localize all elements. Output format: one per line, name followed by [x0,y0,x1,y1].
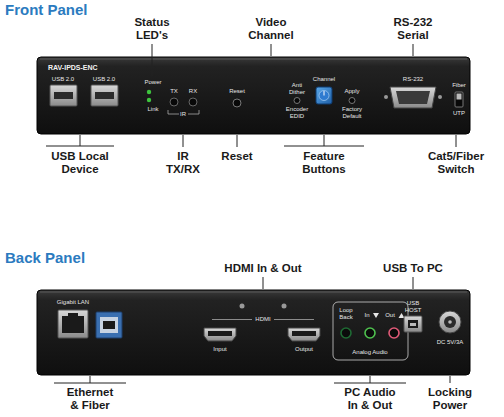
panel-marking: Link [147,106,158,113]
hdmi-port [204,304,320,342]
callout-label: Cat5/Fiber Switch [423,150,489,175]
status-led [147,90,151,102]
push-button [233,98,355,108]
panel-marking: Encoder EDID [282,106,312,119]
section-heading: Back Panel [5,250,85,267]
panel-marking: DC 5V/3A [437,339,464,346]
model-name: RAV-IPDS-ENC [48,64,98,72]
callout-label: Feature Buttons [294,150,354,175]
panel-marking: Factory Default [337,106,367,119]
panel-marking: Channel [313,76,335,83]
callout-label: USB Local Device [49,150,111,175]
leader-line [46,44,456,147]
panel-marking: Output [295,346,313,353]
panel-marking: Reset [229,88,245,95]
panel-marking: Gigabit LAN [57,299,89,306]
rj45-port [58,310,88,338]
panel-marking: HDMI [255,316,270,323]
panel-marking: Fiber [452,82,466,89]
panel-marking: Power [144,79,161,86]
dc-power-jack [439,311,461,333]
callout-label: Reset [221,150,252,163]
panel-marking: Loop Back [335,307,357,320]
channel-rotary-switch [316,87,332,104]
sfp-fiber-port [96,312,122,338]
panel-marking: Out [385,312,395,319]
callout-label: USB To PC [383,262,443,275]
usb-b-port [404,316,422,332]
panel-marking: RX [189,88,197,95]
panel-marking: Apply [344,88,359,95]
callout-label: Status LED's [127,16,177,41]
rs232-connector [384,87,442,108]
analog-audio-panel [333,302,408,360]
panel-marking: Anti Dither [285,82,309,95]
callout-label: Ethernet & Fiber [63,386,117,411]
panel-marking: USB 2.0 [52,76,74,83]
callout-label: Locking Power [425,386,475,411]
back-housing [37,290,470,375]
panel-marking: TX [170,88,178,95]
panel-marking: RS-232 [403,76,423,83]
cat5-fiber-switch [455,92,463,107]
callout-label: HDMI In & Out [224,262,301,275]
panel-marking: USB HOST [402,300,424,313]
callout-label: IR TX/RX [161,150,205,175]
callout-label: Video Channel [243,16,299,41]
panel-marking: USB 2.0 [93,76,115,83]
callout-label: RS-232 Serial [388,16,438,41]
front-housing [37,57,470,134]
leader-line [54,277,450,383]
callout-label: PC Audio In & Out [341,386,399,411]
panel-marking: Analog Audio [352,349,387,356]
panel-marking: UTP [453,110,465,117]
usb-port [50,85,118,106]
section-heading: Front Panel [5,2,88,19]
panel-marking: IR [180,111,186,118]
panel-marking: In [364,312,369,319]
panel-marking: Input [213,346,226,353]
